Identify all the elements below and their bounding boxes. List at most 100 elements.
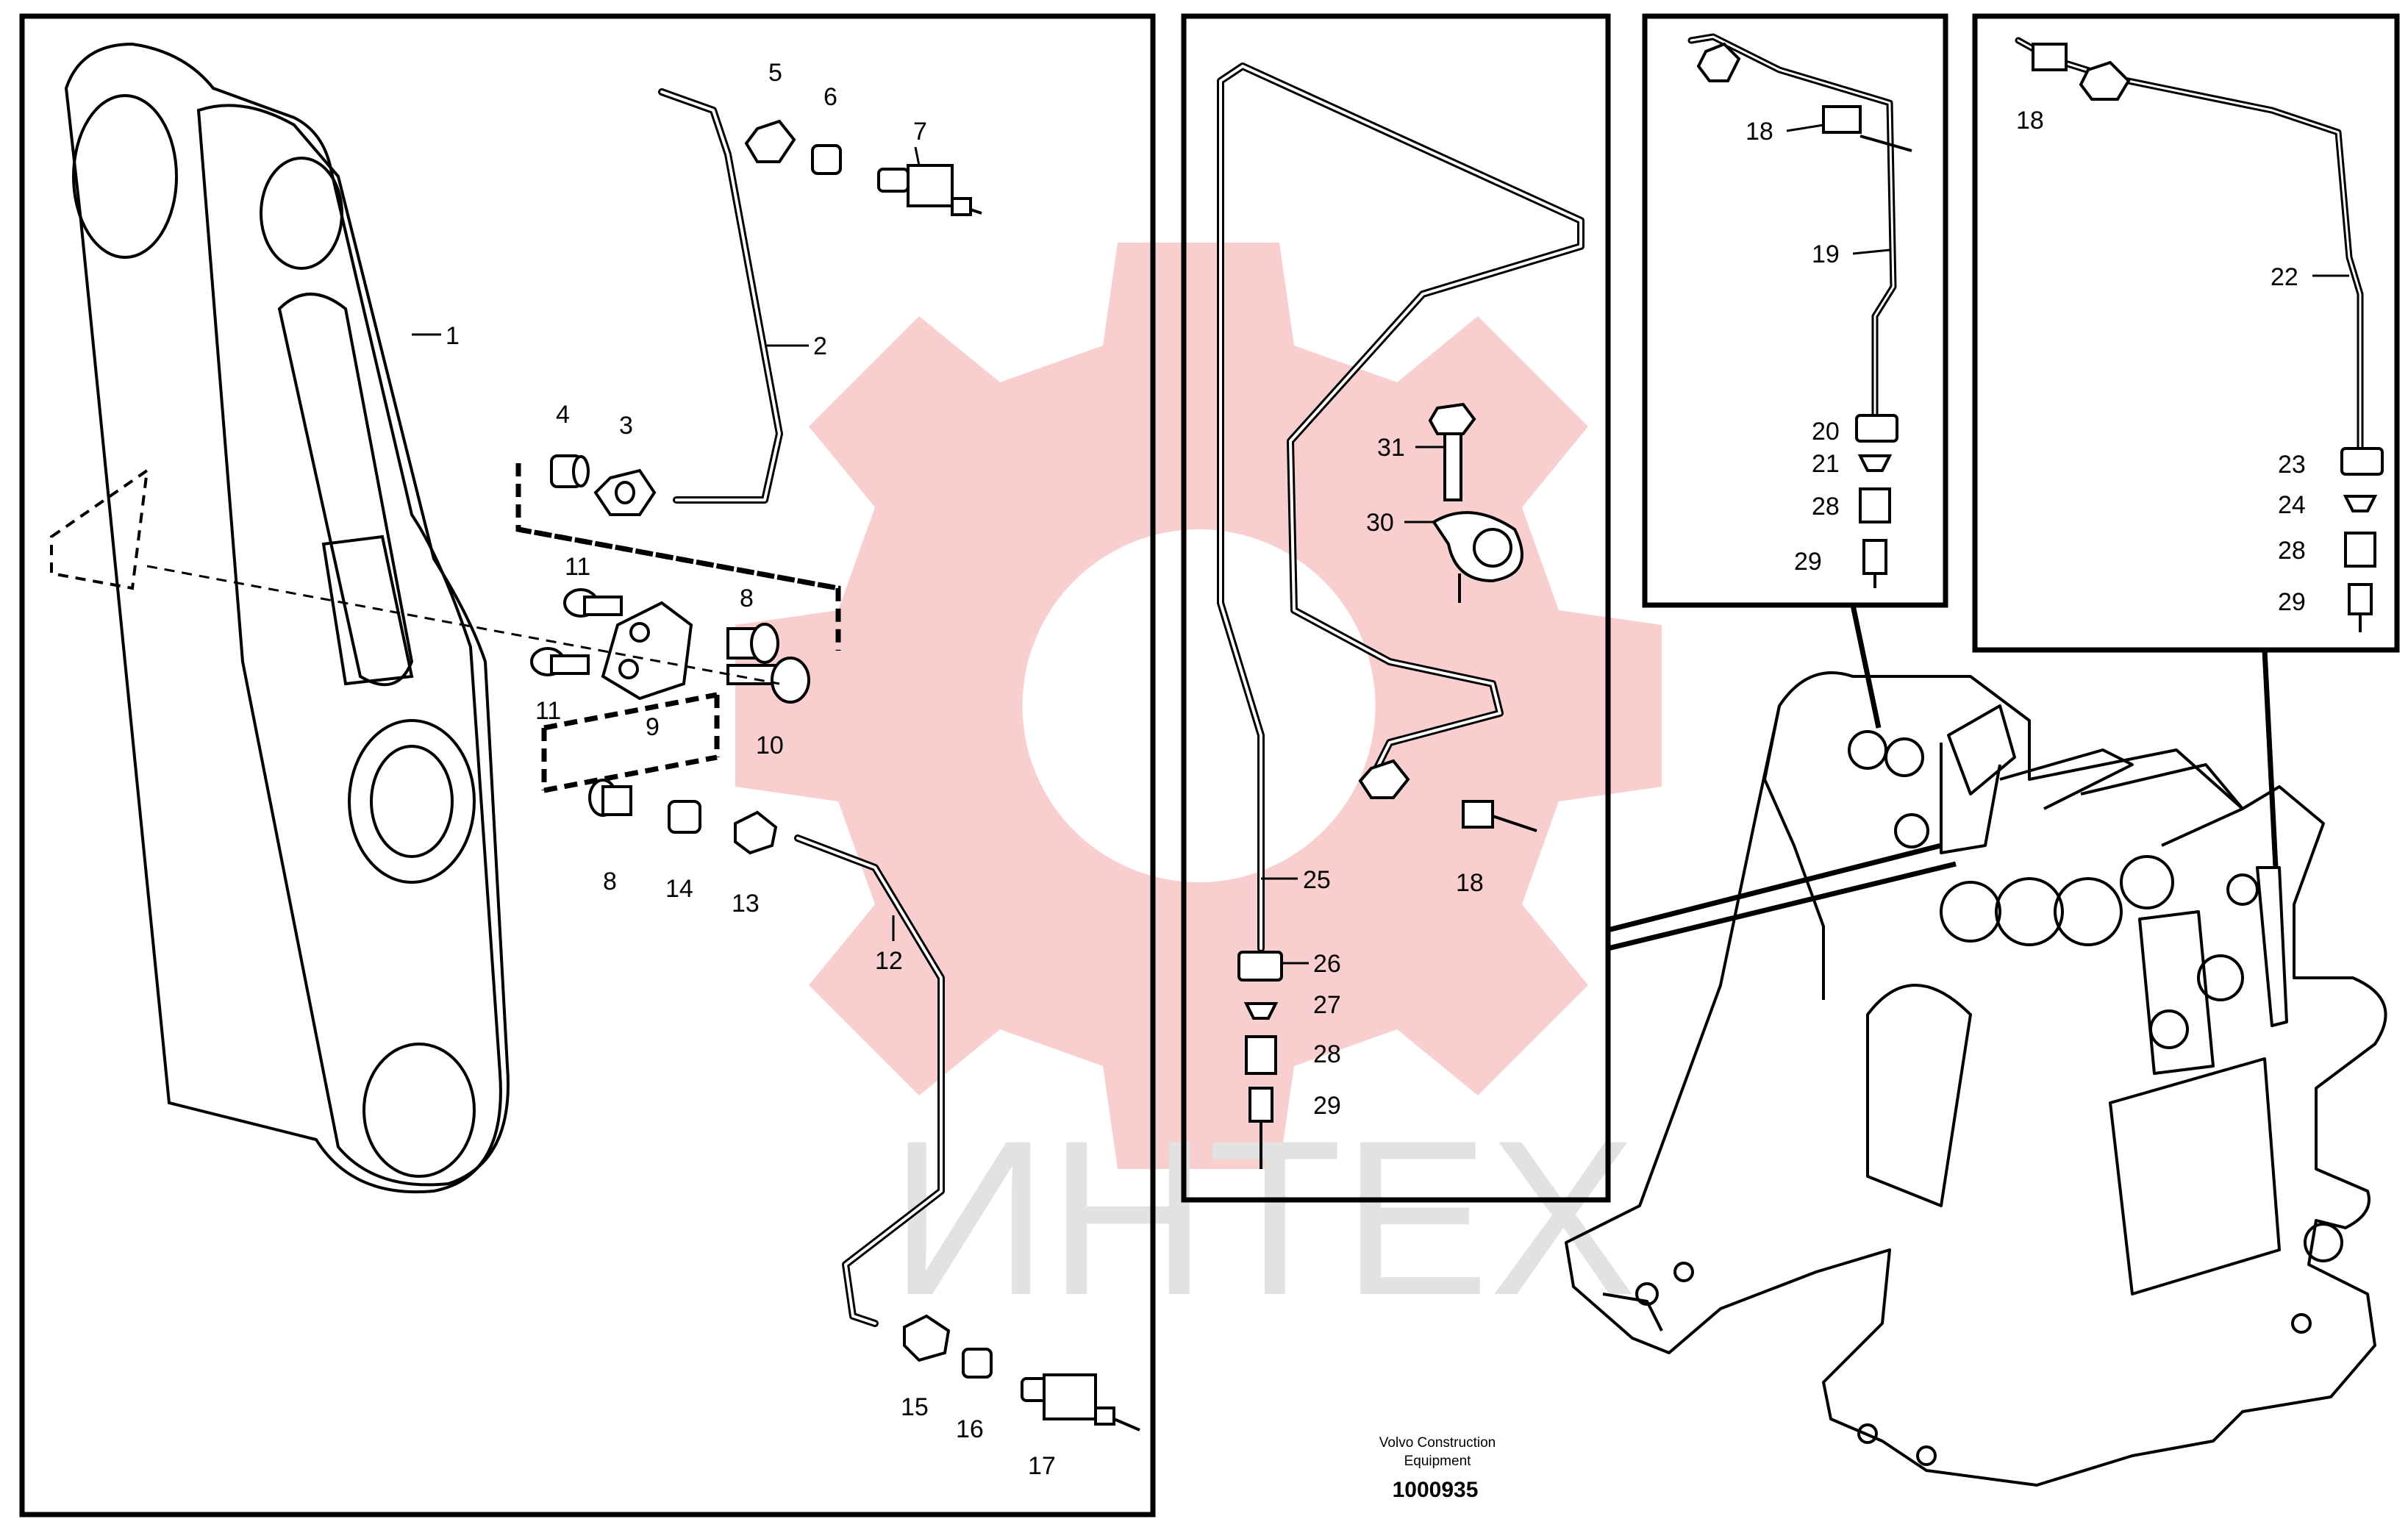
label-12: 12	[875, 947, 903, 975]
label-21: 21	[1812, 450, 1840, 478]
label-10: 10	[756, 732, 784, 759]
watermark-text: ИНТЕХ	[890, 1094, 1637, 1341]
pipe-part-12-inner	[796, 837, 943, 1325]
loader-frame-drawing	[1565, 671, 2387, 1487]
label-17: 17	[1028, 1452, 1056, 1480]
hidden-line	[146, 565, 780, 685]
label-14: 14	[665, 875, 693, 903]
leader-18a	[1786, 124, 1824, 132]
label-3: 3	[619, 412, 633, 440]
label-8b: 8	[603, 868, 617, 896]
label-11b: 11	[535, 697, 561, 725]
pipe-part-22	[2015, 37, 2364, 452]
leader-19	[1852, 249, 1890, 255]
label-20: 20	[1812, 418, 1840, 446]
label-24: 24	[2278, 491, 2306, 519]
label-2: 2	[813, 332, 827, 360]
label-18-middle: 18	[1456, 869, 1484, 897]
label-18b: 18	[2016, 107, 2044, 135]
pipe-part-2-inner	[660, 90, 781, 501]
label-25: 25	[1303, 866, 1331, 894]
caption-line-2: Equipment	[1404, 1454, 1472, 1469]
nut-part-13	[734, 810, 778, 855]
connector-lines	[1607, 604, 2279, 951]
document-number: 1000935	[1393, 1478, 1479, 1502]
fitting-part-18a	[1696, 42, 1912, 152]
pipe-part-22-inner	[2017, 39, 2362, 450]
label-30: 30	[1366, 509, 1394, 537]
grease-nipple-part-11a	[563, 588, 623, 618]
left-panel-frame	[19, 13, 1156, 1518]
label-31: 31	[1377, 434, 1405, 462]
adapter-part-28b	[2344, 532, 2376, 568]
label-19: 19	[1812, 240, 1840, 268]
pipe-part-25-inner	[1219, 65, 1582, 950]
adapter-part-28a	[1859, 487, 1891, 523]
block-part-9	[601, 601, 693, 701]
label-1: 1	[446, 322, 460, 350]
label-7: 7	[913, 118, 927, 146]
boom-arm-part-1	[50, 42, 510, 1194]
bolt-part-31	[1428, 402, 1476, 501]
label-29b: 29	[2278, 588, 2306, 616]
nut-part-26	[1237, 951, 1283, 982]
label-8a: 8	[740, 585, 754, 612]
label-5: 5	[768, 59, 782, 87]
pipe-part-19-inner	[1690, 35, 1895, 421]
label-4: 4	[556, 401, 570, 429]
bushing-part-16	[962, 1348, 993, 1379]
ring-part-21	[1857, 454, 1893, 472]
label-28b: 28	[2278, 537, 2306, 565]
adapter-part-29a	[1862, 539, 1887, 588]
bushing-part-4	[550, 454, 590, 488]
label-18a: 18	[1746, 118, 1773, 146]
label-13: 13	[732, 890, 760, 918]
leader-7	[914, 146, 921, 166]
caption-line-1: Volvo Construction	[1379, 1435, 1496, 1451]
nut-part-5	[744, 119, 796, 163]
label-11a: 11	[565, 553, 590, 581]
detail-b-frame	[1972, 13, 2400, 653]
label-16: 16	[956, 1415, 984, 1443]
detail-a-frame	[1642, 13, 1948, 608]
ring-part-24	[2343, 495, 2378, 512]
bushing-part-6	[811, 144, 842, 175]
bushing-part-14	[668, 800, 701, 834]
label-15: 15	[901, 1393, 929, 1421]
nut-part-15	[903, 1314, 951, 1362]
adapter-part-29-middle	[1248, 1087, 1273, 1169]
label-22: 22	[2271, 263, 2298, 291]
label-29a: 29	[1794, 548, 1822, 576]
dashed-bracket-upper	[515, 463, 841, 651]
label-9: 9	[646, 713, 660, 741]
nut-part-23	[2340, 447, 2384, 476]
adapter-part-29b	[2348, 583, 2373, 632]
adapter-part-28-middle	[1245, 1035, 1277, 1075]
label-28a: 28	[1812, 493, 1840, 521]
grease-nipple-part-11b	[530, 647, 590, 676]
nut-fitting-part-18-middle	[1358, 759, 1537, 832]
watermark: ИНТЕХ	[735, 243, 1662, 1341]
fitting-part-8b	[588, 779, 632, 817]
label-26: 26	[1313, 950, 1341, 978]
label-6: 6	[823, 83, 837, 111]
bolt-part-10	[726, 657, 810, 704]
fitting-part-8a	[726, 623, 779, 664]
label-27: 27	[1313, 991, 1341, 1019]
dashed-bracket-lower	[541, 692, 720, 793]
fitting-part-18b	[2032, 43, 2131, 101]
label-29-middle: 29	[1313, 1092, 1341, 1120]
clamp-part-30	[1432, 511, 1523, 603]
fitting-part-17	[1021, 1373, 1140, 1431]
label-23: 23	[2278, 451, 2306, 479]
fitting-part-7	[877, 164, 982, 216]
nut-part-20	[1855, 414, 1898, 443]
watermark-gear-icon	[735, 243, 1662, 1169]
ring-part-27	[1243, 1002, 1279, 1020]
middle-panel-frame	[1181, 13, 1611, 1203]
caption: Volvo Construction Equipment 1000935	[1379, 1435, 1496, 1502]
nut-part-3	[593, 468, 657, 516]
label-28-middle: 28	[1313, 1040, 1341, 1068]
